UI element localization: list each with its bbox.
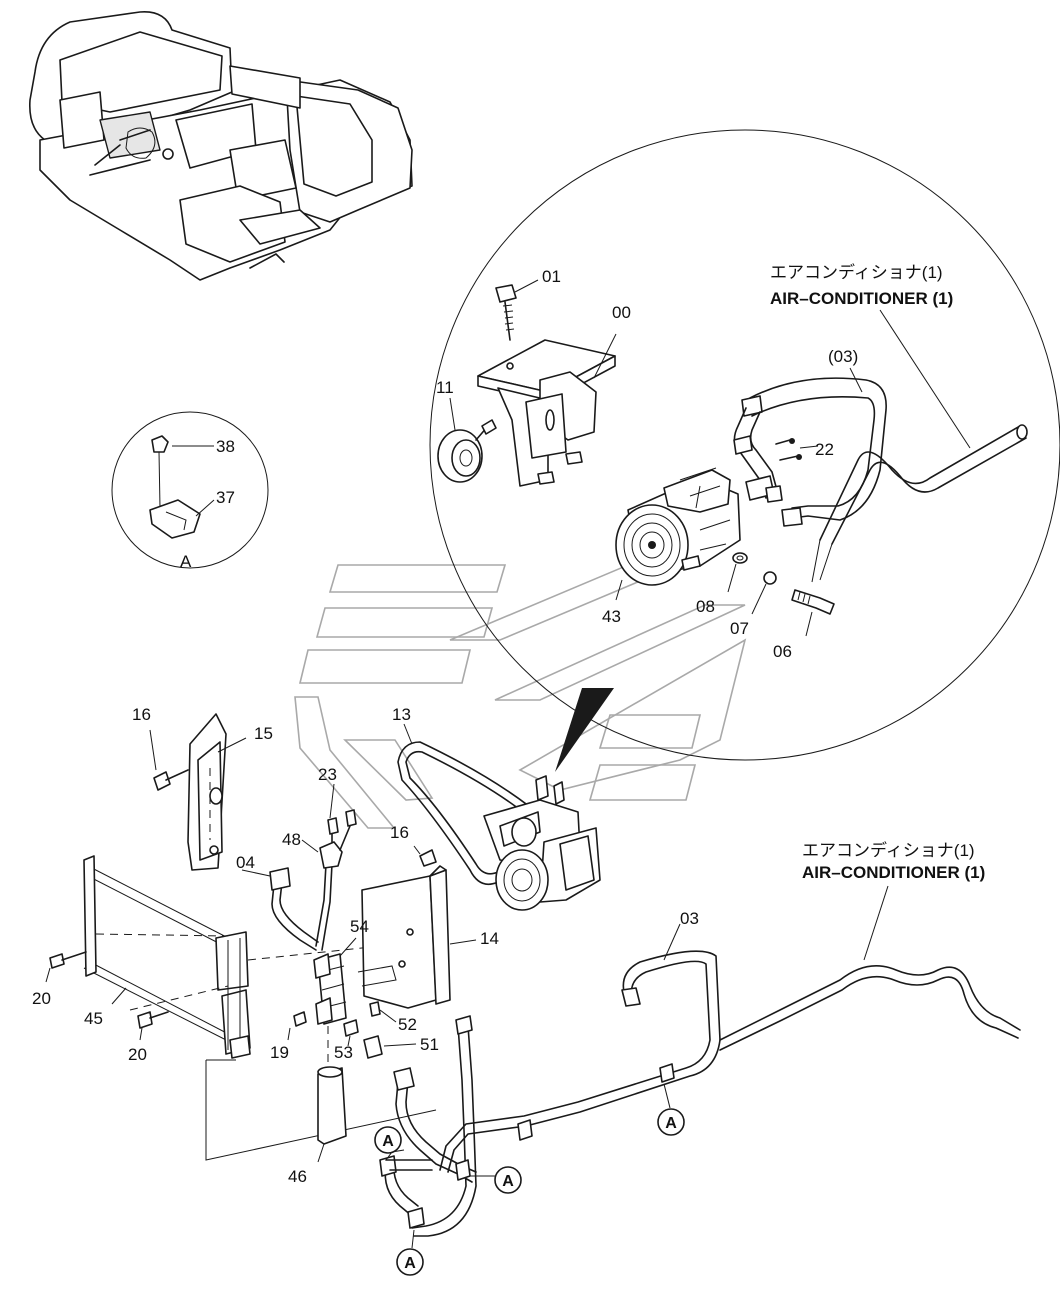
clamp-48 [301, 783, 357, 869]
label-16-mid: 16 [390, 823, 409, 842]
label-43: 43 [602, 607, 621, 626]
watermark-logo [294, 559, 747, 829]
bracket-00 [477, 333, 617, 487]
label-48: 48 [282, 830, 301, 849]
label-04: 04 [236, 853, 255, 872]
label-03-paren: (03) [828, 347, 858, 366]
leader-callout-a2 [385, 1149, 405, 1161]
label-20-bottom: 20 [128, 1045, 147, 1064]
clamp-51 [363, 1035, 417, 1059]
compressor-assembly-lower [483, 775, 601, 911]
callout-a-label: A [404, 1255, 416, 1272]
label-01: 01 [542, 267, 561, 286]
hose-lower-left [379, 1015, 477, 1237]
label-20-left: 20 [32, 989, 51, 1008]
label-14: 14 [480, 929, 499, 948]
label-06: 06 [773, 642, 792, 661]
ac-line-top [811, 309, 1028, 583]
hose-03-lower [439, 923, 721, 1173]
bolt-53 [343, 1019, 359, 1047]
washer-08 [727, 552, 748, 593]
callout-a-3: A [494, 1166, 522, 1194]
note-ac-top-jp: エアコンディショナ(1) [770, 262, 943, 282]
bracket-15 [187, 713, 247, 871]
callout-layer: A A A A [374, 1108, 685, 1276]
label-46: 46 [288, 1167, 307, 1186]
receiver-dryer-46 [313, 937, 357, 1163]
ac-line-lower [719, 885, 1021, 1051]
label-07: 07 [730, 619, 749, 638]
label-13: 13 [392, 705, 411, 724]
condenser-45 [83, 855, 437, 1161]
idler-pulley-11 [437, 397, 497, 483]
bolt-19 [287, 1011, 307, 1041]
label-22: 22 [815, 440, 834, 459]
hose-03-top [733, 367, 887, 527]
bolt-16-left [149, 729, 189, 791]
detail-pointer [555, 688, 614, 772]
leader-callout-a4 [411, 1229, 415, 1249]
bracket-14 [357, 845, 477, 1009]
label-11: 11 [436, 378, 454, 397]
label-03: 03 [680, 909, 699, 928]
label-52: 52 [398, 1015, 417, 1034]
callout-a-4: A [396, 1248, 424, 1276]
note-ac-mid-jp: エアコンディショナ(1) [802, 840, 975, 860]
hose-04 [241, 863, 333, 951]
washer-07 [751, 571, 777, 615]
label-51: 51 [420, 1035, 439, 1054]
leader-callout-a1 [663, 1083, 671, 1109]
excavator-overview [28, 11, 413, 281]
label-19: 19 [270, 1043, 289, 1062]
callout-a-label: A [382, 1133, 394, 1150]
detail-circle [429, 129, 1060, 761]
callout-a-1: A [657, 1108, 685, 1136]
label-15: 15 [254, 724, 273, 743]
compressor-43 [615, 467, 741, 601]
note-ac-mid-en: AIR–CONDITIONER (1) [802, 863, 985, 882]
label-45: 45 [84, 1009, 103, 1028]
callout-a-label: A [665, 1115, 677, 1132]
label-00: 00 [612, 303, 631, 322]
label-16-left: 16 [132, 705, 151, 724]
label-37: 37 [216, 488, 235, 507]
bolt-20-left [45, 951, 87, 983]
bolt-06 [791, 589, 835, 637]
detail-a-circle [111, 411, 269, 569]
label-08: 08 [696, 597, 715, 616]
bolt-20-bottom [137, 1011, 169, 1041]
label-23: 23 [318, 765, 337, 784]
label-54: 54 [350, 917, 369, 936]
label-53: 53 [334, 1043, 353, 1062]
label-38: 38 [216, 437, 235, 456]
callout-a-2: A [374, 1126, 402, 1154]
bolt-01 [495, 279, 539, 341]
callout-a-label: A [502, 1173, 514, 1190]
clip-52 [369, 1001, 397, 1023]
label-detail-a: A [180, 552, 192, 571]
note-ac-top-en: AIR–CONDITIONER (1) [770, 289, 953, 308]
